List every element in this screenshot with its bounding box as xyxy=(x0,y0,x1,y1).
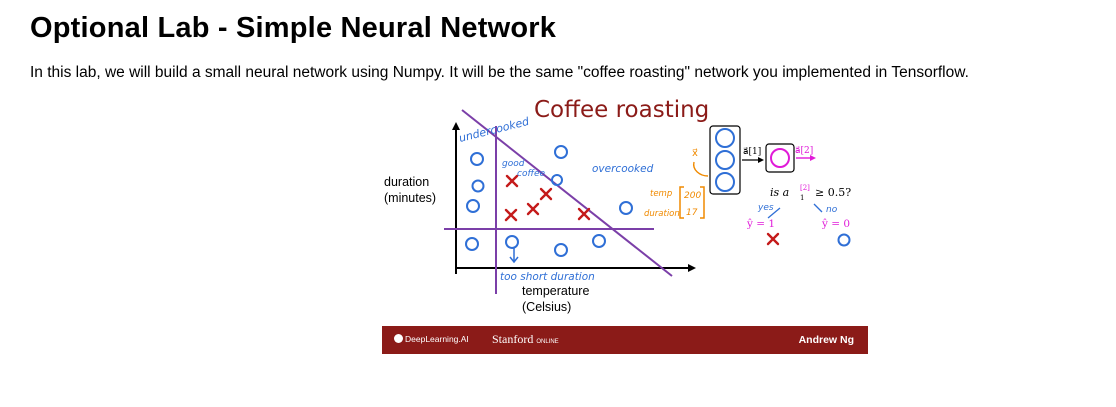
a2-label: a⃗[2] xyxy=(795,146,813,156)
data-point-circle xyxy=(471,179,485,193)
hidden-unit-circle xyxy=(715,150,735,170)
a2-arrowhead xyxy=(810,155,816,161)
no-arrow xyxy=(813,203,823,213)
bad-coffee-circle xyxy=(837,233,851,247)
input-arrow xyxy=(693,161,709,177)
hidden-unit-circle xyxy=(715,128,735,148)
slide-title: Coffee roasting xyxy=(534,97,709,123)
yhat-one: ŷ = 1 xyxy=(746,217,775,230)
temp-feature-label: temp xyxy=(650,189,672,199)
down-arrow-annotation xyxy=(509,248,519,264)
data-point-circle xyxy=(619,201,633,215)
data-point-circle xyxy=(470,152,484,166)
hidden-unit-circle xyxy=(715,172,735,192)
data-point-cross xyxy=(539,187,553,201)
duration-value: 17 xyxy=(686,208,698,218)
output-unit-circle xyxy=(770,148,790,168)
y-axis-label-line1: duration xyxy=(384,175,429,189)
x-axis-label-line2: (Celsius) xyxy=(522,300,571,314)
coffee-roasting-diagram: Coffee roasting duration (minutes) tempe… xyxy=(384,97,851,314)
data-point-cross xyxy=(526,202,540,216)
intro-paragraph: In this lab, we will build a small neura… xyxy=(30,64,969,81)
data-point-circle xyxy=(551,174,563,186)
deeplearning-ai-logo: DeepLearning.AI xyxy=(394,334,469,344)
online-text: ONLINE xyxy=(536,339,559,345)
good-coffee-cross xyxy=(766,232,780,246)
data-point-cross xyxy=(505,174,519,188)
a1-label: a⃗[1] xyxy=(743,147,761,157)
vector-bracket-right xyxy=(700,186,705,219)
data-point-circle xyxy=(554,145,568,159)
data-point-circle xyxy=(554,243,568,257)
overcooked-annotation: overcooked xyxy=(592,163,654,175)
author-name: Andrew Ng xyxy=(798,334,854,346)
deeplearning-logo-icon xyxy=(394,334,403,343)
vector-bracket-left xyxy=(679,186,684,219)
duration-feature-label: duration xyxy=(644,209,680,219)
superscript-2: [2] xyxy=(800,184,810,192)
hidden-layer-box xyxy=(709,125,741,195)
data-point-cross xyxy=(504,208,518,222)
data-point-cross xyxy=(577,207,591,221)
no-annotation: no xyxy=(826,205,838,215)
data-point-circle xyxy=(505,235,519,249)
good-annotation: good xyxy=(502,159,525,169)
data-point-circle xyxy=(592,234,606,248)
input-vector-symbol: x⃗ xyxy=(692,148,698,159)
data-point-circle xyxy=(465,237,479,251)
temp-value: 200 xyxy=(684,191,701,201)
data-point-circle xyxy=(466,199,480,213)
subscript-1: 1 xyxy=(800,194,804,202)
too-short-duration-annotation: too short duration xyxy=(500,271,595,283)
page-title: Optional Lab - Simple Neural Network xyxy=(30,12,557,44)
x-axis-arrow xyxy=(688,264,696,272)
coffee-annotation: coffee xyxy=(517,169,545,179)
coffee-roasting-slide: Coffee roasting duration (minutes) tempe… xyxy=(382,96,868,360)
threshold-value: ≥ 0.5? xyxy=(815,186,851,199)
y-axis-label-line2: (minutes) xyxy=(384,191,436,205)
undercooked-annotation: undercooked xyxy=(458,115,532,145)
deeplearning-ai-text: DeepLearning.AI xyxy=(405,334,469,344)
output-layer-box xyxy=(765,143,795,173)
threshold-question: is a xyxy=(770,186,789,199)
yhat-zero: ŷ = 0 xyxy=(821,217,850,230)
stanford-text: Stanford xyxy=(492,332,534,346)
yes-annotation: yes xyxy=(757,203,774,213)
y-axis-arrow xyxy=(452,122,460,130)
x-axis-label-line1: temperature xyxy=(522,284,589,298)
a1-arrowhead xyxy=(758,157,764,163)
yes-arrow xyxy=(767,207,781,219)
